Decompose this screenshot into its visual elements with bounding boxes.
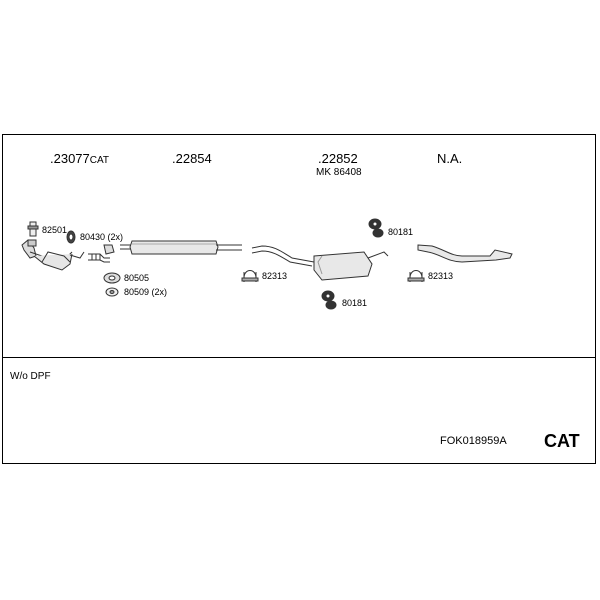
rear-silencer-icon (251, 245, 389, 281)
mounting-kit-number: MK 86408 (316, 167, 362, 178)
tailpipe-icon (417, 244, 513, 263)
hanger-80181-a-icon (368, 218, 384, 238)
catalytic-converter-icon (21, 239, 85, 271)
label-82313-b: 82313 (428, 271, 454, 281)
clamp-82313-b-icon (407, 270, 425, 282)
gasket-80430-icon (66, 230, 76, 244)
part-number-rear-silencer: .22852 (318, 151, 358, 166)
gasket-80505-icon (103, 272, 121, 284)
part-number-middle-silencer: .22854 (172, 151, 212, 166)
part-number-catalyst-suffix: CAT (89, 155, 110, 166)
label-80505: 80505 (124, 273, 150, 283)
part-number-catalyst-main: .23077 (50, 151, 90, 166)
note-without-dpf: W/o DPF (10, 371, 51, 382)
label-82313-a: 82313 (262, 271, 288, 281)
bracket-icon (103, 244, 115, 255)
category-badge: CAT (544, 431, 580, 451)
label-80181-b: 80181 (342, 298, 368, 308)
section-divider (2, 357, 596, 358)
label-80181-a: 80181 (388, 227, 414, 237)
diagram-frame (2, 134, 596, 464)
label-80430: 80430 (2x) (80, 232, 124, 242)
flex-pipe-icon (88, 253, 110, 263)
part-number-tailpipe: N.A. (437, 151, 463, 166)
label-82501: 82501 (42, 225, 68, 235)
clamp-82501-icon (27, 221, 39, 237)
bolt-80509-icon (105, 287, 119, 297)
label-80509: 80509 (2x) (124, 287, 168, 297)
middle-silencer-icon (120, 240, 242, 255)
clamp-82313-a-icon (241, 270, 259, 282)
hanger-80181-b-icon (321, 290, 337, 310)
part-number-catalyst: .23077CAT (50, 152, 109, 166)
kit-code: FOK018959A (440, 435, 507, 447)
